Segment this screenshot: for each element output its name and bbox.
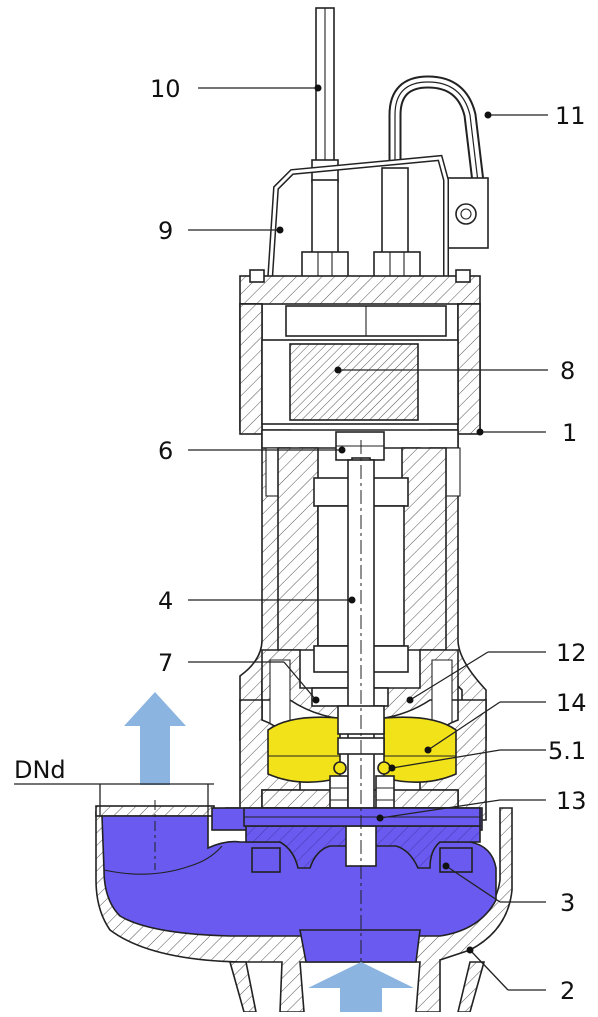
terminal-block bbox=[261, 339, 459, 425]
dnd-label: DNd bbox=[14, 756, 66, 784]
callout-12: 12 bbox=[556, 639, 587, 667]
callout-13: 13 bbox=[556, 787, 587, 815]
cable-guard bbox=[267, 154, 449, 281]
upper-bearing bbox=[335, 431, 385, 461]
dnd-dimension: DNd bbox=[14, 756, 214, 816]
mechanical-seal bbox=[329, 761, 395, 811]
callout-1: 1 bbox=[562, 419, 577, 447]
callout-5-1: 5.1 bbox=[548, 737, 586, 765]
callout-2: 2 bbox=[560, 977, 575, 1005]
lifting-handle bbox=[388, 75, 489, 249]
callout-7: 7 bbox=[158, 649, 173, 677]
cable-glands bbox=[301, 167, 421, 279]
discharge-flow-arrow bbox=[124, 692, 186, 785]
callout-11: 11 bbox=[555, 102, 586, 130]
callout-14: 14 bbox=[556, 689, 587, 717]
top-cover bbox=[239, 269, 481, 337]
wear-plate bbox=[243, 807, 481, 827]
inlet-flow-arrow bbox=[308, 962, 414, 1012]
callout-3: 3 bbox=[560, 889, 575, 917]
callout-6: 6 bbox=[158, 437, 173, 465]
power-cable bbox=[311, 7, 339, 183]
callout-8: 8 bbox=[560, 357, 575, 385]
callouts: 10 11 9 8 6 1 4 7 12 bbox=[150, 75, 587, 1005]
callout-4: 4 bbox=[158, 587, 173, 615]
callout-9: 9 bbox=[158, 217, 173, 245]
callout-10: 10 bbox=[150, 75, 181, 103]
